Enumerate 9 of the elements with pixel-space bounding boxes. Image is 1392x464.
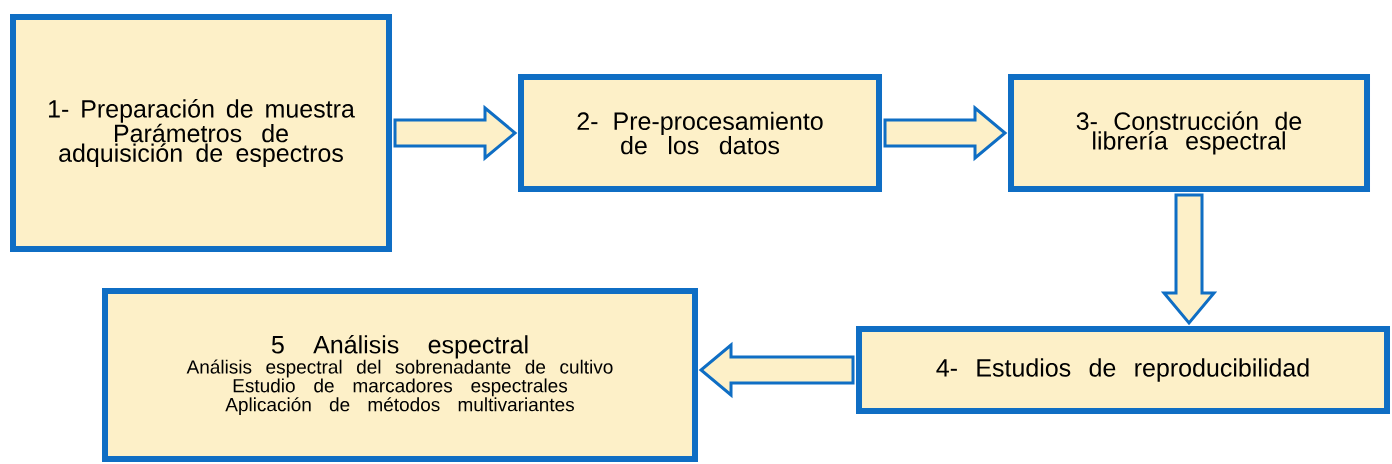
process-box: 3- Construcción de librería espectral	[1008, 74, 1370, 192]
block-arrow	[883, 104, 1008, 162]
process-box: 2- Pre-procesamiento de los datos	[518, 74, 882, 192]
process-box: 1- Preparación de muestra Parámetros de adquisición de espectros	[10, 14, 392, 252]
process-box: 5 Análisis espectral Análisis espectral del sobrenadante de cultivo Estudio de marcadores espectrales Aplicación de métodos multivariantes	[102, 288, 698, 462]
block-arrow	[393, 104, 518, 162]
block-arrow	[698, 341, 855, 399]
process-box: 4- Estudios de reproducibilidad	[856, 326, 1390, 414]
block-arrow	[1160, 193, 1218, 326]
